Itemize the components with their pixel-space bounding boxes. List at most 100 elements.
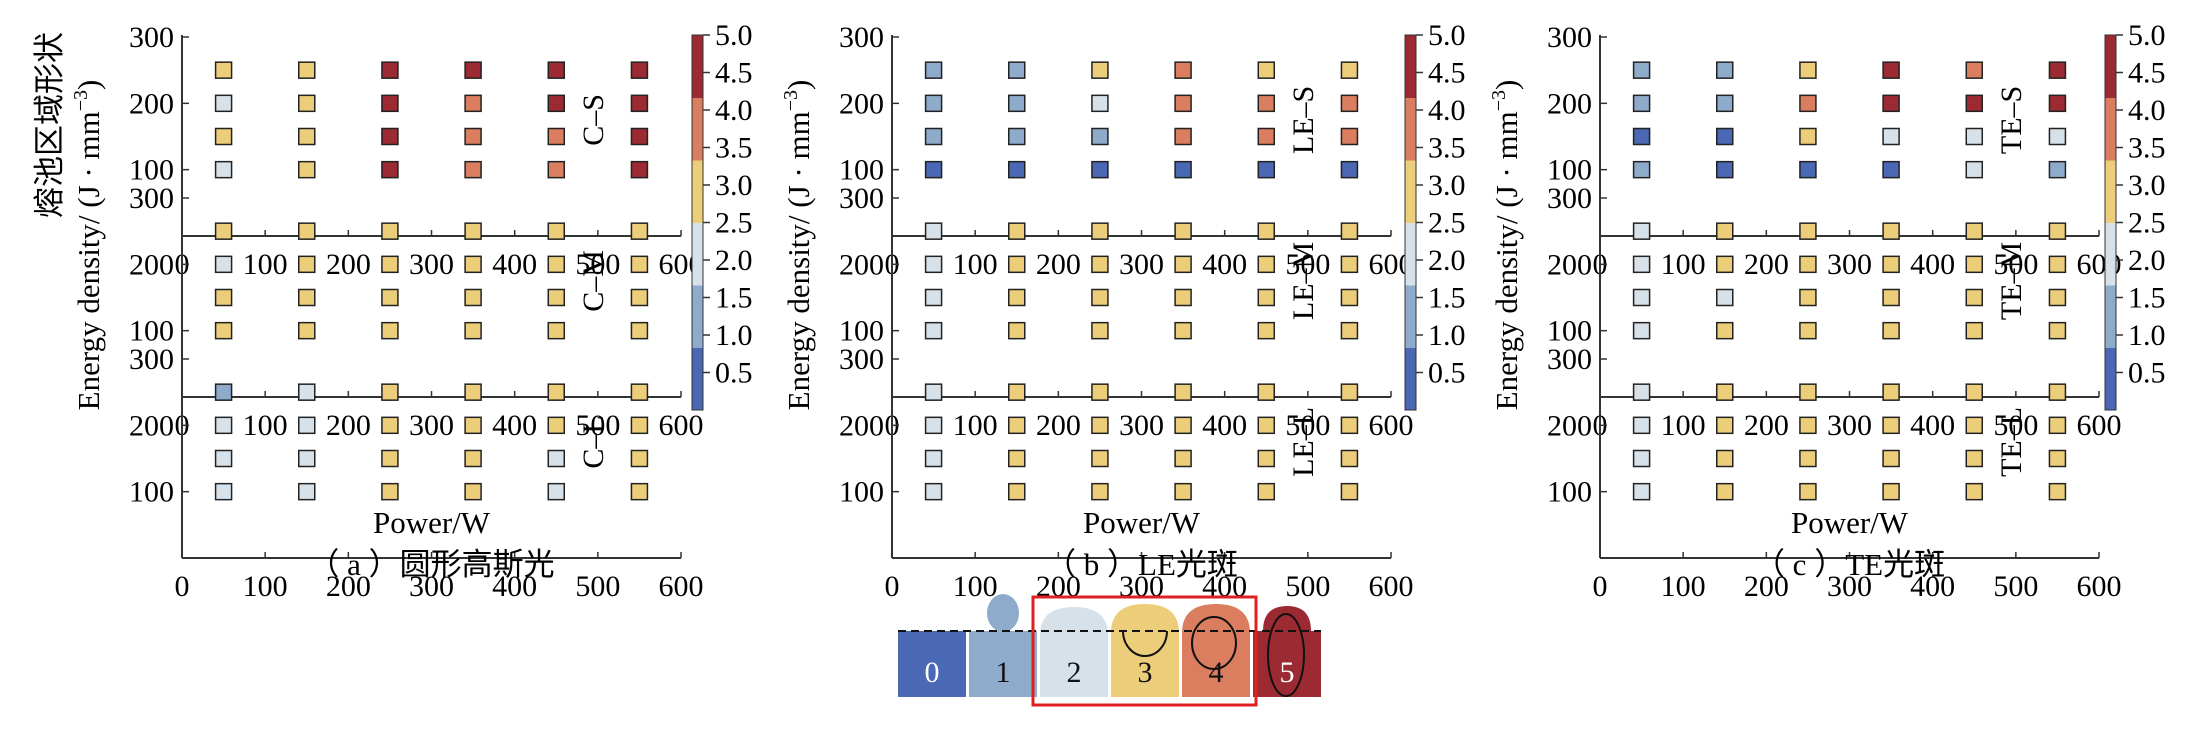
- data-cell: [630, 321, 649, 340]
- data-cell: [924, 222, 943, 240]
- data-cell: [298, 160, 316, 179]
- subplot-label: C–L: [577, 415, 610, 468]
- x-tick-label: 100: [243, 409, 288, 442]
- data-cell: [1257, 160, 1276, 179]
- x-tick-label: 400: [492, 248, 537, 281]
- data-cell: [2048, 222, 2067, 240]
- x-tick-label: 500: [1285, 409, 1330, 442]
- data-cell: [547, 288, 566, 307]
- x-tick-label: 600: [659, 570, 704, 603]
- colorbar-band: [692, 35, 703, 99]
- data-cell: [1716, 222, 1734, 240]
- y-tick-label: 100: [1547, 154, 1592, 187]
- y-tick-label: 100: [1547, 476, 1592, 509]
- data-cell: [1799, 288, 1817, 307]
- data-cell: [630, 416, 649, 435]
- x-tick-label: 100: [1661, 409, 1706, 442]
- data-cell: [2048, 288, 2067, 307]
- y-tick-label: 300: [839, 343, 884, 376]
- legend-block: [1111, 604, 1179, 697]
- data-cell: [1882, 94, 1900, 113]
- colorbar-tick-label: 5.0: [2128, 19, 2166, 52]
- data-cell: [381, 61, 399, 79]
- x-tick-label: 100: [953, 248, 998, 281]
- data-cell: [1091, 449, 1109, 468]
- data-cell: [1257, 255, 1276, 274]
- x-tick-label: 300: [1119, 409, 1164, 442]
- data-cell: [1965, 255, 1984, 274]
- data-cell: [1965, 383, 1984, 401]
- colorbar-tick-label: 5.0: [1428, 19, 1466, 52]
- data-cell: [2048, 482, 2067, 501]
- subplot-label: LE–S: [1287, 86, 1320, 154]
- data-cell: [1174, 160, 1192, 179]
- x-tick-label: 500: [1993, 570, 2038, 603]
- data-cell: [1091, 416, 1109, 435]
- data-cell: [1632, 383, 1651, 401]
- data-cell: [381, 127, 399, 146]
- data-cell: [547, 160, 566, 179]
- data-cell: [1008, 160, 1026, 179]
- data-cell: [1882, 482, 1900, 501]
- data-cell: [1882, 127, 1900, 146]
- colorbar-tick-label: 4.0: [715, 94, 753, 127]
- data-cell: [1716, 321, 1734, 340]
- colorbar-tick-label: 1.0: [2128, 319, 2166, 352]
- data-cell: [547, 127, 566, 146]
- y-tick-label: 300: [839, 21, 884, 54]
- data-cell: [1965, 61, 1984, 79]
- y-tick-label: 200: [839, 87, 884, 120]
- data-cell: [1965, 127, 1984, 146]
- y-axis-title-close: ): [71, 80, 106, 90]
- data-cell: [1716, 482, 1734, 501]
- x-tick-label: 200: [1036, 248, 1081, 281]
- data-cell: [547, 383, 566, 401]
- x-tick-label: 100: [1661, 570, 1706, 603]
- subplot-label: TE–S: [1995, 86, 2028, 154]
- data-cell: [2048, 383, 2067, 401]
- legend-class-1: 1: [969, 594, 1037, 697]
- subplot-label: C–S: [577, 94, 610, 146]
- data-cell: [214, 222, 233, 240]
- panel-caption: （ a ）圆形高斯光: [308, 547, 554, 582]
- colorbar-tick-label: 2.5: [2128, 207, 2166, 240]
- x-tick-label: 600: [1369, 409, 1414, 442]
- y-tick-label: 100: [839, 315, 884, 348]
- data-cell: [1091, 160, 1109, 179]
- x-tick-label: 400: [1910, 570, 1955, 603]
- x-axis-title: Power/W: [1083, 505, 1201, 540]
- data-cell: [1340, 482, 1359, 501]
- data-cell: [214, 321, 233, 340]
- data-cell: [1799, 416, 1817, 435]
- data-cell: [1174, 449, 1192, 468]
- data-cell: [630, 255, 649, 274]
- legend-class-label: 0: [925, 656, 940, 689]
- y-axis-title-sup: −3: [70, 90, 92, 111]
- y-tick-label: 200: [1547, 409, 1592, 442]
- data-cell: [1174, 255, 1192, 274]
- data-cell: [1340, 222, 1359, 240]
- y-axis-title: Energy density/ (J · mm−3): [70, 80, 106, 411]
- colorbar-band: [692, 97, 703, 161]
- data-cell: [2048, 160, 2067, 179]
- y-axis-title-sup: −3: [1488, 90, 1510, 111]
- data-cell: [1340, 160, 1359, 179]
- colorbar-tick-label: 1.0: [1428, 319, 1466, 352]
- data-cell: [1632, 321, 1651, 340]
- data-cell: [381, 222, 399, 240]
- data-cell: [1008, 255, 1026, 274]
- data-cell: [1091, 127, 1109, 146]
- x-tick-label: 100: [1661, 248, 1706, 281]
- colorbar-band: [1405, 97, 1416, 161]
- data-cell: [1882, 416, 1900, 435]
- data-cell: [381, 482, 399, 501]
- y-tick-label: 200: [839, 409, 884, 442]
- y-axis-title-main: Energy density/ (J · mm: [1489, 111, 1524, 410]
- x-tick-label: 400: [1202, 248, 1247, 281]
- data-cell: [924, 94, 943, 113]
- panels-layer: 1002003000100200300400500600C–S100200300…: [32, 21, 2122, 603]
- data-cell: [1882, 449, 1900, 468]
